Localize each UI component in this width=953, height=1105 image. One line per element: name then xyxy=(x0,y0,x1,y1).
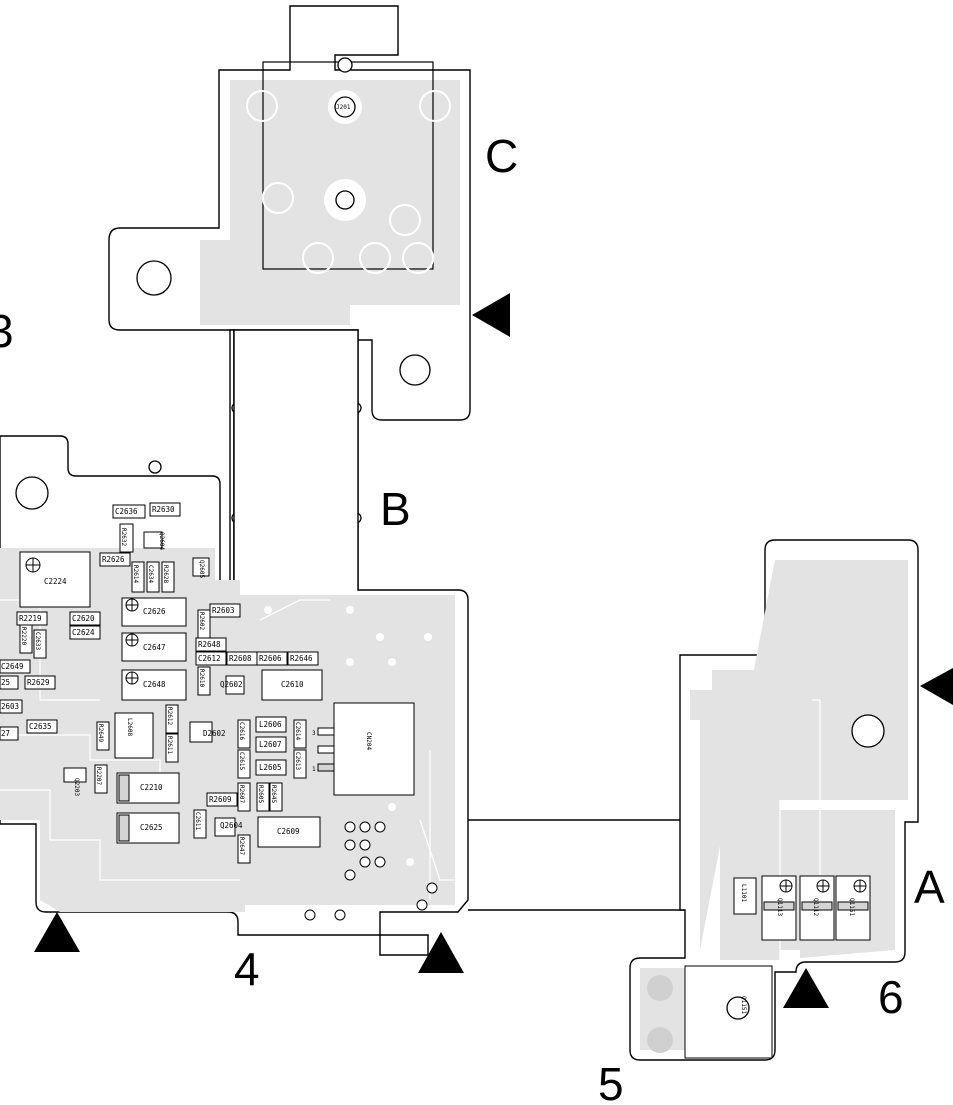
board-b: C2636 R2630 R2632 Q2604 R2626 R2614 C263… xyxy=(0,329,469,995)
r2608-label: R2608 xyxy=(229,654,252,663)
d2602-label: D2602 xyxy=(203,729,226,738)
r2207-label: R2207 xyxy=(95,767,102,785)
r2219-label: R2219 xyxy=(19,614,42,623)
r2609-label: R2609 xyxy=(209,795,232,804)
board-c: J201 C xyxy=(108,5,518,421)
c2634-label: C2634 xyxy=(147,565,154,583)
r2605-label: R2605 xyxy=(257,785,264,803)
r2610-label: R2610 xyxy=(198,669,205,687)
cn204-connector xyxy=(333,702,415,796)
r27-label: 27 xyxy=(1,729,10,738)
r2626-label: R2626 xyxy=(102,555,125,564)
r2648-label: R2648 xyxy=(198,640,221,649)
q2203-label: Q2203 xyxy=(73,778,80,796)
q1151-label: Q1151 xyxy=(848,898,855,916)
r2614-label: R2614 xyxy=(132,565,139,583)
marker-triangle-a-bottom xyxy=(783,968,829,1008)
c2648-label: C2648 xyxy=(143,680,166,689)
label-b: B xyxy=(380,483,411,535)
q2604-label: Q2604 xyxy=(158,532,165,550)
q2605-label: Q2605 xyxy=(198,560,205,578)
c2649-label: C2649 xyxy=(1,662,24,671)
l2606-label: L2606 xyxy=(259,720,282,729)
r2647-label: R2647 xyxy=(238,837,245,855)
marker-triangle-b-left xyxy=(34,912,80,952)
c2224-label: C2224 xyxy=(44,577,67,586)
c2210-label: C2210 xyxy=(140,783,163,792)
c2615-label: C2615 xyxy=(238,752,245,770)
r2611-label: R2611 xyxy=(166,736,173,754)
c2612-label: C2612 xyxy=(198,654,221,663)
r2628-label: R2628 xyxy=(162,565,169,583)
pin-1-label: 1 xyxy=(312,766,316,773)
r2646-label: R2646 xyxy=(290,654,313,663)
l1101-label: L1101 xyxy=(740,884,747,902)
r2606-label: R2606 xyxy=(259,654,282,663)
label-4: 4 xyxy=(234,943,260,995)
c2620-label: C2620 xyxy=(72,614,95,623)
board-a: L1101 Q1113 Q1112 Q1151 Q1151 A 6 5 xyxy=(598,539,953,1105)
r25-label: 25 xyxy=(1,678,10,687)
q2603-label: 2603 xyxy=(1,702,19,711)
label-5: 5 xyxy=(598,1058,624,1105)
label-b-partial: 3 xyxy=(0,305,14,357)
r2630-label: R2630 xyxy=(152,505,175,514)
label-6: 6 xyxy=(878,971,904,1023)
q1112-label: Q1112 xyxy=(812,898,819,916)
c2610-label: C2610 xyxy=(281,680,304,689)
pin-3-label: 3 xyxy=(312,730,316,737)
r2649-label: R2649 xyxy=(97,724,104,742)
c2611-label: C2611 xyxy=(194,812,201,830)
q1113-label: Q1113 xyxy=(776,898,783,916)
c2625-label: C2625 xyxy=(140,823,163,832)
c2609-label: C2609 xyxy=(277,827,300,836)
r2612-label: R2612 xyxy=(166,707,173,725)
r2629-label: R2629 xyxy=(27,678,50,687)
r2607-label: R2607 xyxy=(238,785,245,803)
c2635-label: C2635 xyxy=(29,722,52,731)
cn204-label: CN204 xyxy=(365,732,372,750)
marker-triangle-c xyxy=(472,293,510,337)
c2613-label: C2613 xyxy=(294,752,301,770)
label-c: C xyxy=(485,130,518,182)
r2602-label: R2602 xyxy=(198,612,205,630)
r2645-label: R2645 xyxy=(270,785,277,803)
r2220-label: R2220 xyxy=(20,627,27,645)
marker-triangle-b-right xyxy=(418,932,464,973)
l2605-label: L2605 xyxy=(259,763,282,772)
r2603-label: R2603 xyxy=(212,606,235,615)
marker-triangle-a xyxy=(920,668,953,705)
c2614-label: C2614 xyxy=(294,722,301,740)
c2616-label: C2616 xyxy=(238,722,245,740)
c2647-label: C2647 xyxy=(143,643,166,652)
c2636-label: C2636 xyxy=(115,507,138,516)
q2604b-label: Q2604 xyxy=(220,821,243,830)
q1151b-label: Q1151 xyxy=(740,996,747,1014)
label-a: A xyxy=(914,861,945,913)
c2633-label: C2633 xyxy=(34,632,41,650)
l2608-label: L2608 xyxy=(126,718,133,736)
j201-label: J201 xyxy=(336,104,351,111)
q2602-label: Q2602 xyxy=(220,680,243,689)
l2607-label: L2607 xyxy=(259,740,282,749)
c2626-label: C2626 xyxy=(143,607,166,616)
c2624-label: C2624 xyxy=(72,628,95,637)
r2632-label: R2632 xyxy=(120,528,127,546)
